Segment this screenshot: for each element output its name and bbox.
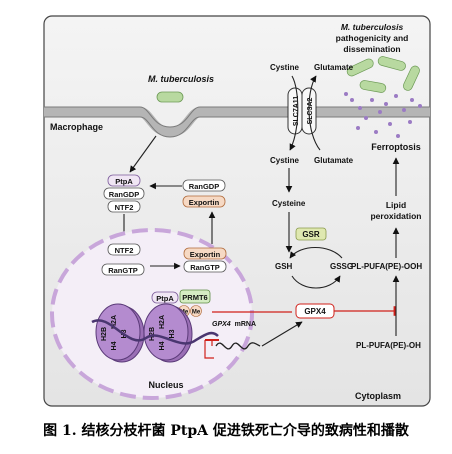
gsr-label: GSR (302, 230, 320, 239)
prmt6-box (179, 289, 211, 304)
ptpa-cyto-box (107, 174, 141, 187)
gsh-cycle-lower (291, 275, 341, 289)
mtb-right-sub2: dissemination (343, 44, 400, 54)
peroxidation-label: peroxidation (370, 211, 421, 221)
gpx4-mrna-italic: GPX4 (212, 321, 231, 328)
ntf2-cyto-box (107, 200, 141, 213)
h2a-label-1: H2A (111, 315, 118, 329)
glutamate-top-label: Glutamate (314, 63, 354, 72)
slc3a2-label: SLC3A2 (307, 97, 314, 124)
rangtp-right-label: RanGTP (190, 263, 220, 272)
gsh-cycle-upper (289, 247, 343, 259)
cystine-bottom-label: Cystine (270, 156, 299, 165)
gsh-label: GSH (275, 262, 293, 271)
gpx4-mrna-label: GPX4 mRNA (212, 321, 256, 328)
cystine-top-label: Cystine (270, 63, 299, 72)
me2-label: Me (192, 310, 201, 316)
histone-octamer-2 (143, 303, 193, 363)
rangdp-cyto-box (103, 187, 145, 200)
exportin-nuc-label: Exportin (190, 250, 221, 259)
h2a-label-2: H2A (159, 315, 166, 329)
exportin-right-label: Exportin (189, 198, 220, 207)
cysteine-label: Cysteine (272, 199, 306, 208)
slc7a11-label: SLC7A11 (293, 96, 300, 126)
methyl-mark-2 (190, 305, 202, 317)
gpx4-mrna-strand (215, 342, 261, 350)
rangdp-cyto-label: RanGDP (109, 190, 139, 199)
mtb-right-sub1: pathogenicity and (336, 33, 409, 43)
rangtp-nuc-label: RanGTP (108, 266, 138, 275)
cytoplasm-label: Cytoplasm (355, 391, 401, 401)
mtb-top-label: M. tuberculosis (148, 74, 214, 84)
exportin-nuc-box (183, 247, 227, 260)
prmt6-label: PRMT6 (182, 293, 207, 302)
pufa-ooh-label: PL-PUFA(PE)-OOH (351, 262, 422, 271)
lipid-label: Lipid (386, 200, 406, 210)
gsr-enzyme (295, 227, 327, 241)
h4-label-1: H4 (111, 341, 118, 350)
rangtp-right-box (183, 260, 227, 273)
ntf2-cyto-label: NTF2 (115, 203, 134, 212)
dissemination-particles (344, 92, 422, 138)
exportin-right-box (182, 195, 226, 208)
h4-label-2: H4 (159, 341, 166, 350)
ptpa-nuc-label: PtpA (156, 294, 174, 303)
disseminating-bacteria (346, 56, 420, 93)
ptpa-cyto-label: PtpA (115, 177, 133, 186)
rangtp-nuc-box (101, 263, 145, 276)
figure-caption: 图 1. 结核分枝杆菌 PtpA 促进铁死亡介导的致病性和播散 (43, 423, 409, 439)
mtb-bacterium-top (156, 91, 184, 103)
mtb-right-title: M. tuberculosis (341, 22, 404, 32)
ntf2-nuc-box (107, 243, 141, 256)
cell-membrane (44, 107, 430, 138)
h3-label-2: H3 (169, 329, 176, 338)
h2b-label-1: H2B (101, 327, 108, 341)
h2b-label-2: H2B (149, 327, 156, 341)
pufa-oh-label: PL-PUFA(PE)-OH (356, 341, 421, 350)
rangdp-right-label: RanGDP (189, 182, 219, 191)
nucleus-label: Nucleus (148, 380, 183, 390)
mrna-label: mRNA (235, 321, 256, 328)
ferroptosis-label: Ferroptosis (371, 142, 421, 152)
gssg-label: GSSG (330, 262, 353, 271)
rangdp-right-box (182, 179, 226, 192)
ntf2-nuc-label: NTF2 (115, 246, 134, 255)
ptpa-nuc-box (151, 291, 179, 304)
histone-octamer-1 (95, 303, 145, 363)
macrophage-label: Macrophage (50, 122, 103, 132)
gpx4-label: GPX4 (304, 307, 326, 316)
glutamate-bottom-label: Glutamate (314, 156, 354, 165)
dna-strand (91, 319, 219, 345)
